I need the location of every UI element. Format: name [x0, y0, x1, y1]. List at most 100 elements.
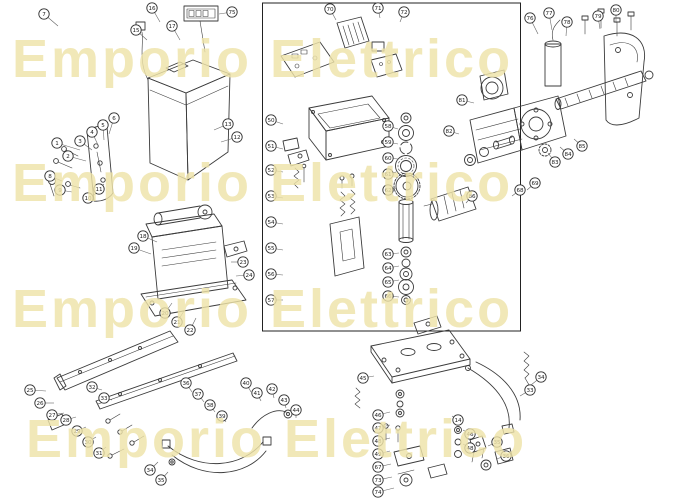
callout-83: 83 — [549, 156, 561, 168]
callout-70: 70 — [324, 3, 336, 15]
svg-text:72: 72 — [400, 10, 407, 16]
callout-33: 33 — [98, 392, 110, 404]
callout-77: 77 — [543, 7, 555, 19]
svg-text:11: 11 — [95, 187, 103, 193]
callout-62: 62 — [382, 184, 394, 196]
svg-text:67: 67 — [374, 465, 382, 471]
svg-text:65: 65 — [384, 280, 392, 286]
display-board — [183, 5, 219, 53]
callout-53: 53 — [265, 190, 277, 202]
svg-text:58: 58 — [384, 124, 392, 130]
control-boards — [280, 16, 403, 78]
callout-49: 49 — [372, 448, 384, 460]
callout-11: 11 — [93, 183, 105, 195]
svg-text:52: 52 — [267, 168, 274, 174]
bottom-right-parts — [465, 351, 533, 471]
callout-57: 57 — [265, 294, 277, 306]
svg-text:48: 48 — [374, 439, 382, 445]
svg-text:7: 7 — [42, 12, 46, 18]
callout-3: 3 — [74, 135, 86, 147]
svg-text:33: 33 — [100, 396, 108, 402]
svg-text:39: 39 — [218, 414, 226, 420]
svg-text:9: 9 — [58, 188, 62, 194]
svg-text:78: 78 — [563, 20, 571, 26]
callout-46: 46 — [464, 428, 476, 440]
svg-text:28: 28 — [62, 418, 70, 424]
svg-text:35: 35 — [157, 478, 165, 484]
svg-text:21: 21 — [173, 320, 181, 326]
svg-text:48: 48 — [466, 446, 474, 452]
svg-text:84: 84 — [564, 152, 572, 158]
callout-23: 23 — [237, 256, 249, 268]
svg-text:86: 86 — [468, 194, 476, 200]
callout-32: 32 — [86, 381, 98, 393]
callout-14: 14 — [452, 414, 464, 426]
svg-text:73: 73 — [374, 478, 382, 484]
callout-29: 29 — [71, 425, 83, 437]
callout-27: 27 — [46, 409, 58, 421]
svg-text:34: 34 — [537, 375, 545, 381]
svg-text:57: 57 — [267, 298, 275, 304]
callout-24: 24 — [243, 269, 255, 281]
svg-text:17: 17 — [168, 24, 176, 30]
callout-12: 12 — [231, 131, 243, 143]
svg-text:32: 32 — [88, 385, 95, 391]
callout-34: 34 — [535, 371, 547, 383]
svg-text:36: 36 — [182, 381, 190, 387]
svg-text:68: 68 — [516, 188, 524, 194]
callout-47: 47 — [372, 422, 384, 434]
svg-text:64: 64 — [384, 266, 392, 272]
callout-55: 55 — [265, 242, 277, 254]
svg-text:13: 13 — [224, 122, 232, 128]
callout-40: 40 — [240, 377, 252, 389]
callout-38: 38 — [204, 399, 216, 411]
callout-25: 25 — [24, 384, 36, 396]
callout-17: 17 — [166, 20, 178, 32]
callout-52: 52 — [265, 164, 277, 176]
callout-5: 5 — [97, 119, 109, 131]
svg-text:27: 27 — [48, 413, 56, 419]
callout-2: 2 — [62, 150, 74, 162]
svg-text:51: 51 — [267, 144, 275, 150]
svg-text:80: 80 — [612, 8, 620, 14]
svg-text:62: 62 — [384, 188, 391, 194]
motor-gearbox-assembly — [140, 204, 248, 317]
ground-rails — [47, 330, 238, 431]
svg-text:83: 83 — [551, 160, 559, 166]
callout-16: 16 — [146, 2, 158, 14]
svg-text:14: 14 — [454, 418, 462, 424]
callout-50: 50 — [265, 114, 277, 126]
svg-text:69: 69 — [531, 181, 539, 187]
svg-text:79: 79 — [594, 14, 602, 20]
callout-18: 18 — [137, 230, 149, 242]
svg-text:20: 20 — [161, 311, 169, 317]
svg-text:82: 82 — [445, 129, 452, 135]
svg-text:31: 31 — [95, 451, 103, 457]
svg-text:24: 24 — [245, 273, 253, 279]
callout-78: 78 — [561, 16, 573, 28]
callout-35: 35 — [491, 436, 503, 448]
callout-44: 44 — [290, 404, 302, 416]
callout-21: 21 — [171, 316, 183, 328]
callout-43: 43 — [278, 394, 290, 406]
svg-text:4: 4 — [90, 130, 94, 136]
svg-text:85: 85 — [578, 144, 586, 150]
callout-58: 58 — [382, 120, 394, 132]
callout-67: 67 — [372, 461, 384, 473]
callout-56: 56 — [265, 268, 277, 280]
callout-28: 28 — [60, 414, 72, 426]
base-plate-assembly — [354, 315, 471, 409]
svg-text:50: 50 — [267, 118, 275, 124]
svg-text:71: 71 — [374, 6, 382, 12]
svg-text:41: 41 — [253, 391, 261, 397]
svg-text:16: 16 — [148, 6, 156, 12]
svg-text:43: 43 — [280, 398, 288, 404]
housing-cover-assembly — [135, 21, 231, 181]
callout-15: 15 — [130, 24, 142, 36]
svg-text:19: 19 — [130, 246, 138, 252]
callout-layer: 7161517751312123456891011181920212223242… — [24, 2, 622, 498]
svg-text:66: 66 — [384, 294, 392, 300]
callout-22: 22 — [184, 324, 196, 336]
release-lock-assembly — [282, 137, 310, 189]
